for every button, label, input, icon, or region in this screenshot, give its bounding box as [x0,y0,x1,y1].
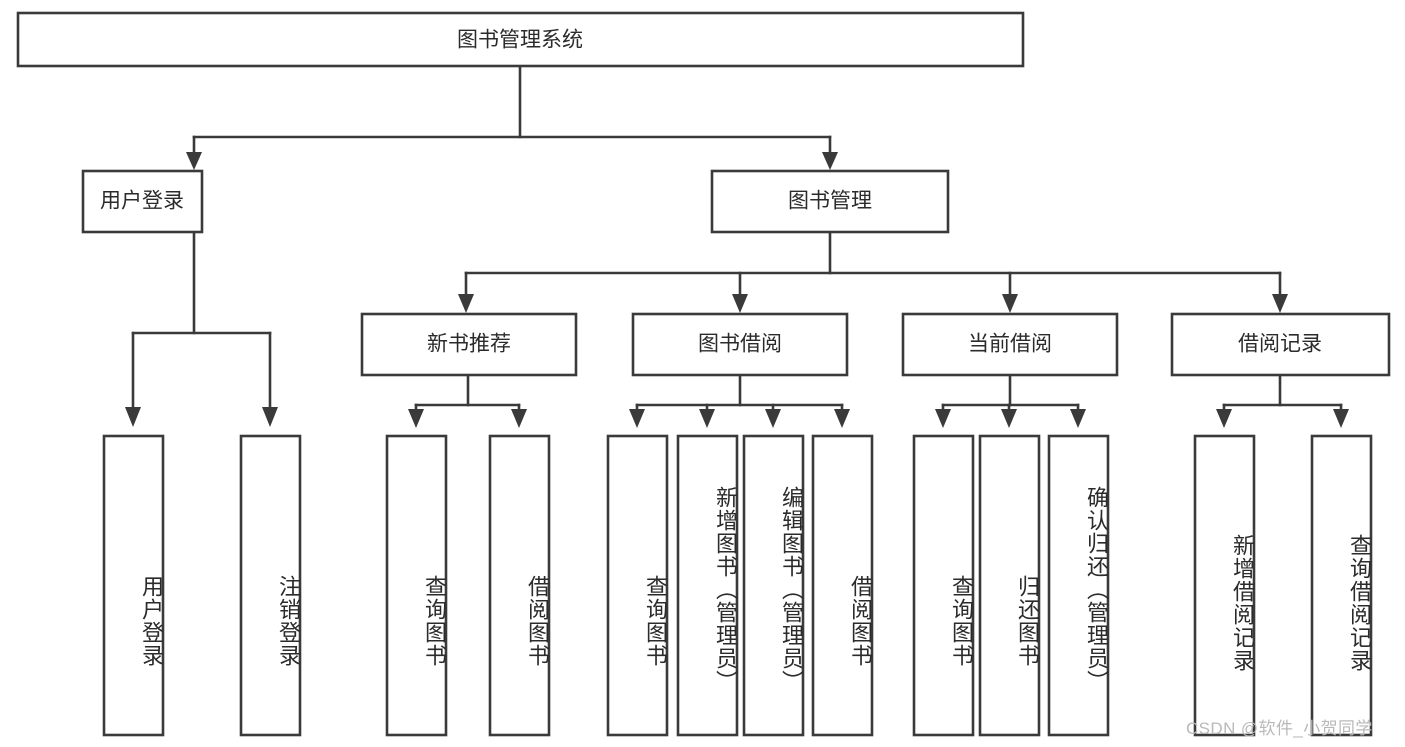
edge-book-management-to-level3 [458,230,1288,313]
node-leaf-borrow-book-1[interactable] [488,434,551,737]
node-leaf-edit-book[interactable] [742,434,805,737]
node-book-management-label: 图书管理 [788,190,872,213]
edge-user-login-to-leaves [125,230,278,427]
csdn-watermark: CSDN @软件_小贺同学 [1186,719,1373,738]
node-leaf-user-login[interactable] [102,434,165,737]
edge-book-borrow-to-leaves [629,373,850,428]
edge-root-to-level2 [186,64,838,170]
node-leaf-query-book-3[interactable] [912,434,975,737]
node-leaf-logout-login[interactable] [239,434,302,737]
node-leaf-return-book[interactable] [978,434,1041,737]
node-leaf-add-book[interactable] [676,434,739,737]
node-new-book-recommend-label: 新书推荐 [427,333,511,356]
edge-new-book-recommend-to-leaves [408,373,527,428]
node-root-label: 图书管理系统 [457,29,583,52]
node-user-login-label: 用户登录 [100,190,184,213]
node-root[interactable]: 图书管理系统 [16,11,1025,68]
node-user-login[interactable]: 用户登录 [81,169,204,234]
node-book-borrow-label: 图书借阅 [698,333,782,356]
node-leaf-borrow-book-2[interactable] [811,434,874,737]
node-book-borrow[interactable]: 图书借阅 [631,312,849,377]
node-borrow-record[interactable]: 借阅记录 [1170,312,1391,377]
node-leaf-query-record[interactable] [1310,434,1373,737]
edge-current-borrow-to-leaves [935,373,1086,428]
node-book-management[interactable]: 图书管理 [710,169,950,234]
node-borrow-record-label: 借阅记录 [1238,333,1322,356]
node-new-book-recommend[interactable]: 新书推荐 [360,312,578,377]
node-current-borrow[interactable]: 当前借阅 [901,312,1119,377]
node-leaf-query-book-1[interactable] [385,434,448,737]
node-leaf-query-book-2[interactable] [606,434,669,737]
node-leaf-add-record[interactable] [1193,434,1256,737]
edge-borrow-record-to-leaves [1216,373,1349,428]
node-current-borrow-label: 当前借阅 [968,333,1052,356]
node-leaf-confirm-return[interactable] [1047,434,1110,737]
